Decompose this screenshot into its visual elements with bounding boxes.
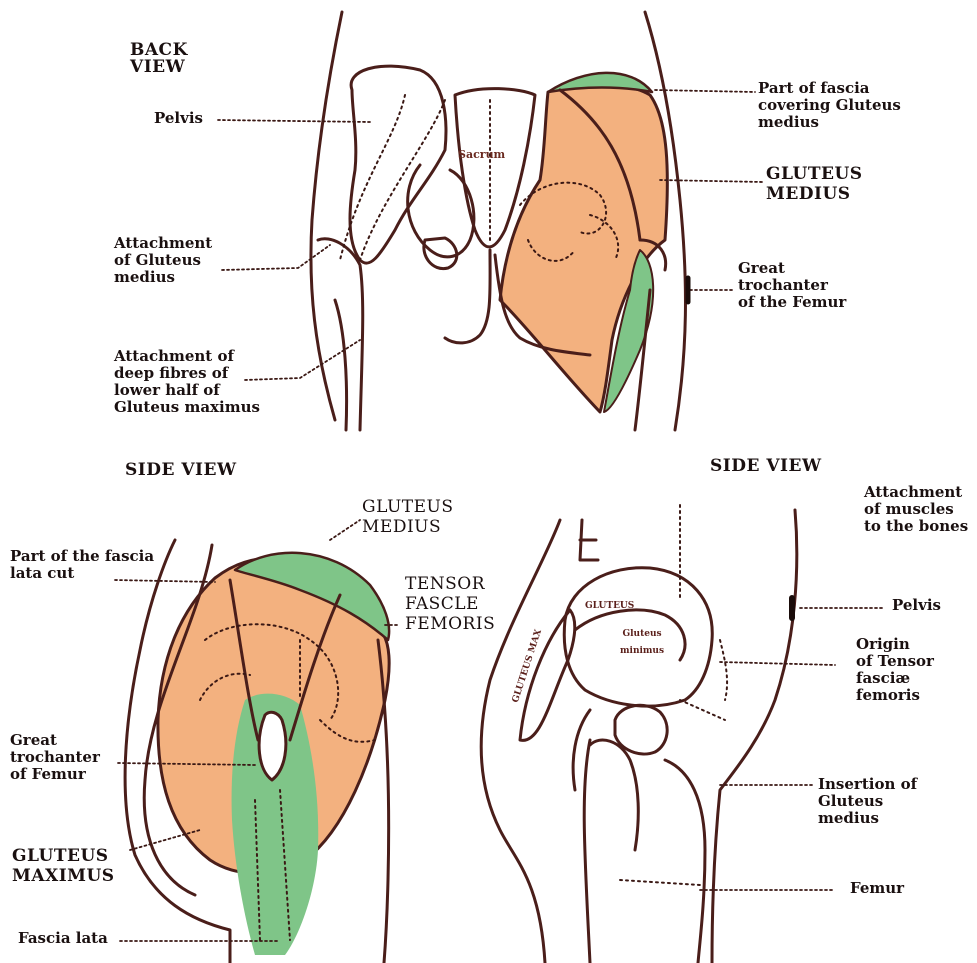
back-pelvis-label: Pelvis <box>154 110 203 127</box>
back-fascia-covering-label: Part of fascia covering Gluteus medius <box>758 80 901 131</box>
back-left-femur-inner <box>335 300 347 430</box>
side-right-bone-label-gluteus: GLUTEUS <box>585 598 634 615</box>
back-attachment-gluteus-medius-label: Attachment of Gluteus medius <box>114 235 212 286</box>
side-right-outline-front <box>712 510 797 963</box>
back-attachment-deep-fibres-label: Attachment of deep fibres of lower half … <box>114 348 260 416</box>
side-right-dotted <box>620 505 727 885</box>
back-left-femur <box>318 239 363 430</box>
side-right-title: SIDE VIEW <box>710 458 822 475</box>
side-right-pelvis-label: Pelvis <box>892 597 941 614</box>
back-sacrum-label: Sacrum <box>458 146 505 163</box>
side-left-title: SIDE VIEW <box>125 462 237 479</box>
side-left-gluteus-medius-label: GLUTEUS MEDIUS <box>362 497 454 537</box>
side-right-bone-label-minimus: Gluteus minimus <box>620 626 664 660</box>
side-right-trochanter <box>590 740 638 850</box>
side-right-acetabulum <box>615 705 667 754</box>
back-great-trochanter-label: Great trochanter of the Femur <box>738 260 846 311</box>
side-left-tensor-label: TENSOR FASCLE FEMORIS <box>405 574 495 634</box>
side-right-drawing <box>481 510 797 963</box>
back-gluteus-medius-label: GLUTEUS MEDIUS <box>766 164 863 204</box>
side-left-great-trochanter-label: Great trochanter of Femur <box>10 732 100 783</box>
back-left-ilium <box>350 66 446 263</box>
back-view-drawing <box>311 12 686 430</box>
back-obturator <box>424 238 457 269</box>
side-right-spine <box>580 520 598 560</box>
side-left-gluteus-maximus-label: GLUTEUS MAXIMUS <box>12 846 115 886</box>
side-left-trochanter-opening <box>259 712 286 780</box>
side-left-fascia-lata-cut-label: Part of the fascia lata cut <box>10 548 154 582</box>
side-right-attachment-note: Attachment of muscles to the bones <box>864 484 968 535</box>
side-right-femur-left <box>584 740 590 963</box>
side-right-femur-right <box>665 760 705 963</box>
side-right-origin-tensor-label: Origin of Tensor fasciæ femoris <box>856 636 934 704</box>
side-right-insertion-label: Insertion of Gluteus medius <box>818 776 917 827</box>
side-left-fascia-lata-label: Fascia lata <box>18 930 108 947</box>
side-right-femur-label: Femur <box>850 880 904 897</box>
side-left-drawing <box>125 540 389 963</box>
back-body-outline-left <box>311 12 342 420</box>
back-view-title: BACK VIEW <box>130 42 188 76</box>
